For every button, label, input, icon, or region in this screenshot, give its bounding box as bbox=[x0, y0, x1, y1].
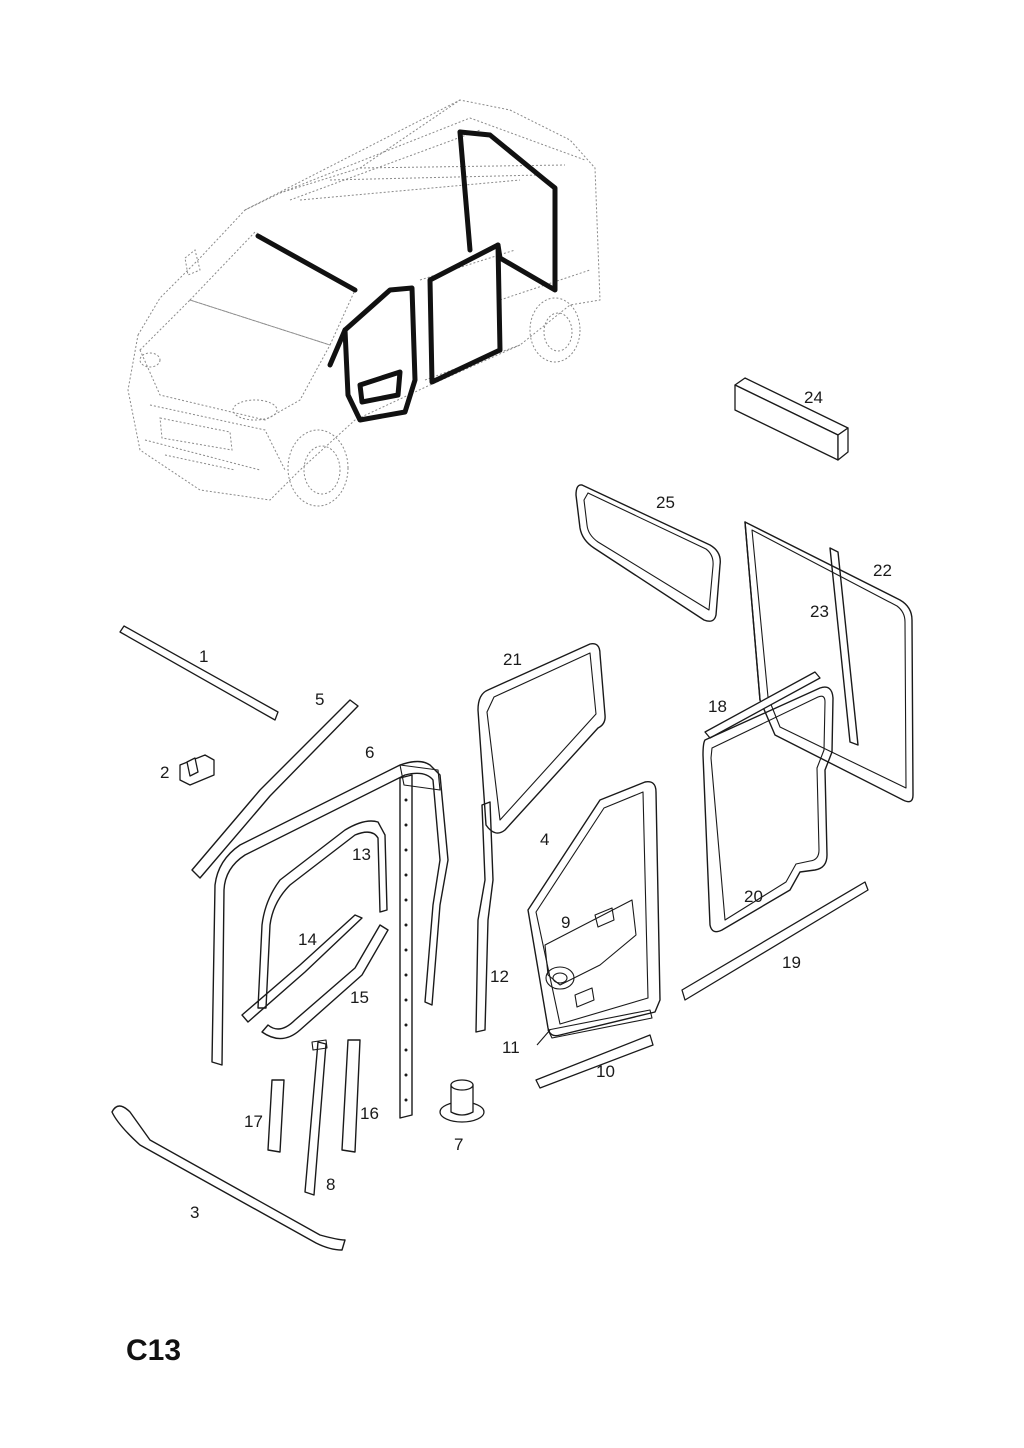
callout-4: 4 bbox=[540, 830, 549, 849]
part-8-strip bbox=[304, 1039, 328, 1196]
part-13-window-channel bbox=[257, 820, 388, 1009]
part-18-strip bbox=[704, 671, 821, 739]
part-12-strip bbox=[475, 801, 494, 1033]
callout-13: 13 bbox=[352, 845, 371, 864]
part-1-strip bbox=[119, 625, 279, 721]
part-9-inner-panel bbox=[544, 899, 637, 1008]
callout-6: 6 bbox=[365, 743, 374, 762]
part-17-strip bbox=[267, 1079, 285, 1153]
callout-18: 18 bbox=[708, 697, 727, 716]
part-21-window-seal bbox=[477, 643, 606, 834]
part-7-plug bbox=[439, 1079, 485, 1123]
callout-12: 12 bbox=[490, 967, 509, 986]
callout-14: 14 bbox=[298, 930, 317, 949]
part-23-large-seal bbox=[744, 521, 914, 803]
callout-7: 7 bbox=[454, 1135, 463, 1154]
callout-11: 11 bbox=[502, 1038, 520, 1057]
part-22-strip bbox=[829, 547, 859, 746]
callout-2: 2 bbox=[160, 763, 169, 782]
part-24-block bbox=[734, 377, 849, 461]
part-3-curved-strip bbox=[111, 1105, 346, 1251]
callout-21: 21 bbox=[503, 650, 522, 669]
part-19-sill-strip bbox=[681, 881, 869, 1001]
callout-23: 23 bbox=[810, 602, 829, 621]
callout-20: 20 bbox=[744, 887, 763, 906]
callout-22: 22 bbox=[873, 561, 892, 580]
callout-1: 1 bbox=[199, 647, 208, 666]
callout-15: 15 bbox=[350, 988, 369, 1007]
callout-17: 17 bbox=[244, 1112, 263, 1131]
part-10-sill-strip bbox=[535, 1009, 654, 1089]
callout-25: 25 bbox=[656, 493, 675, 512]
callout-16: 16 bbox=[360, 1104, 379, 1123]
callout-9: 9 bbox=[561, 913, 570, 932]
part-2-clip bbox=[179, 754, 215, 786]
part-14-channel bbox=[241, 914, 363, 1023]
part-6-frame-seal bbox=[211, 760, 449, 1066]
van-illustration bbox=[127, 99, 601, 507]
leader-line-11 bbox=[536, 1029, 551, 1046]
callout-24: 24 bbox=[804, 388, 823, 407]
part-20-door-seal bbox=[702, 686, 834, 933]
part-5-strip bbox=[191, 699, 359, 879]
callout-10: 10 bbox=[596, 1062, 615, 1081]
part-11-pinned-strip bbox=[399, 774, 413, 1119]
callout-19: 19 bbox=[782, 953, 801, 972]
page-code: C13 bbox=[126, 1334, 181, 1367]
callout-5: 5 bbox=[315, 690, 324, 709]
part-15-channel bbox=[261, 924, 389, 1040]
callout-8: 8 bbox=[326, 1175, 335, 1194]
part-25-window-seal bbox=[575, 484, 721, 622]
callout-3: 3 bbox=[190, 1203, 199, 1222]
callout-labels: 1 2 3 4 5 6 7 8 9 10 11 12 13 14 15 16 1… bbox=[160, 388, 892, 1222]
part-16-strip bbox=[341, 1039, 361, 1153]
